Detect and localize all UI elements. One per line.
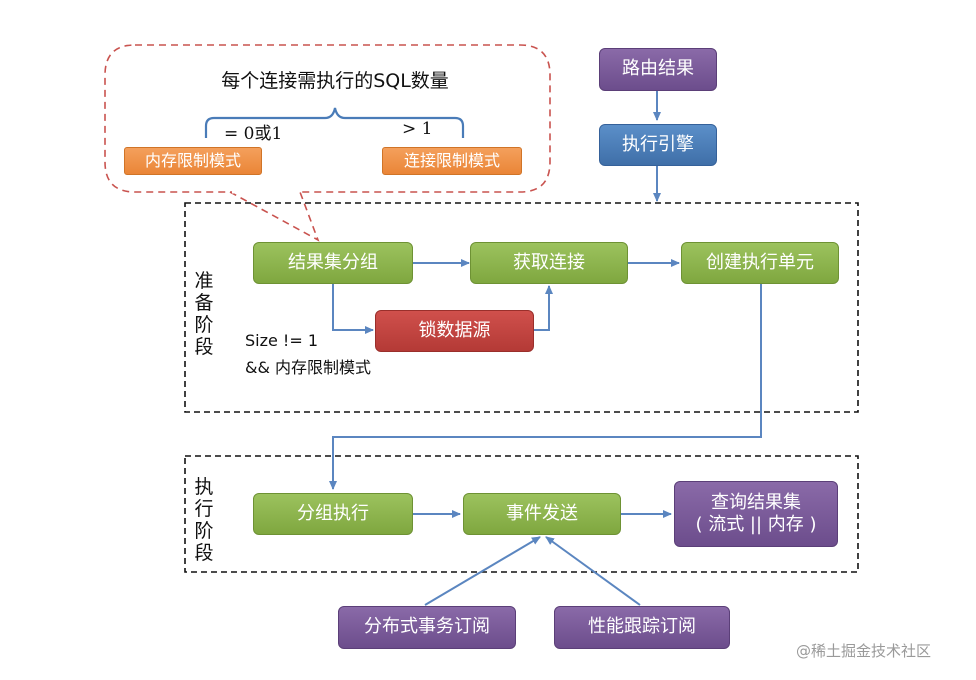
prepare-stage-label: 准备 阶段 <box>194 270 214 358</box>
arrow-lock-getconn <box>534 285 553 331</box>
distributed-tx-subscriber-box: 分布式事务订阅 <box>338 606 516 649</box>
prepare-stage-frame <box>184 202 859 413</box>
lock-condition-line1: Size != 1 <box>245 331 319 350</box>
route-result-box: 路由结果 <box>599 48 717 91</box>
arrow-create-groupexec <box>329 284 762 490</box>
query-result-title: 查询结果集 <box>711 491 801 513</box>
event-send-box: 事件发送 <box>463 493 621 535</box>
execution-engine-box: 执行引擎 <box>599 124 717 166</box>
get-connection-box: 获取连接 <box>470 242 628 284</box>
callout-brace <box>204 107 465 138</box>
callout-title: 每个连接需执行的SQL数量 <box>221 70 449 92</box>
callout-bubble <box>104 44 551 193</box>
lock-condition-line2: && 内存限制模式 <box>245 358 372 377</box>
perf-trace-subscriber-box: 性能跟踪订阅 <box>554 606 730 649</box>
query-result-mode: ( 流式 || 内存 ) <box>695 514 817 535</box>
result-set-group-box: 结果集分组 <box>253 242 413 284</box>
execute-stage-frame <box>184 455 859 573</box>
execute-stage-label: 执行 阶段 <box>194 476 214 564</box>
create-execution-unit-box: 创建执行单元 <box>681 242 839 284</box>
arrow-group-lock <box>332 284 374 334</box>
callout-pointer <box>229 191 320 242</box>
lock-datasource-box: 锁数据源 <box>375 310 534 352</box>
memory-limit-mode-box: 内存限制模式 <box>124 147 262 175</box>
arrow-perf-event <box>545 536 641 606</box>
callout-right-condition: > 1 <box>402 119 433 139</box>
query-result-set-box: 查询结果集 ( 流式 || 内存 ) <box>674 481 838 547</box>
callout-left-condition: = 0或1 <box>224 124 283 144</box>
watermark: @稀土掘金技术社区 <box>796 642 932 660</box>
arrow-tx-event <box>424 536 541 606</box>
connection-limit-mode-box: 连接限制模式 <box>382 147 522 175</box>
group-execute-box: 分组执行 <box>253 493 413 535</box>
